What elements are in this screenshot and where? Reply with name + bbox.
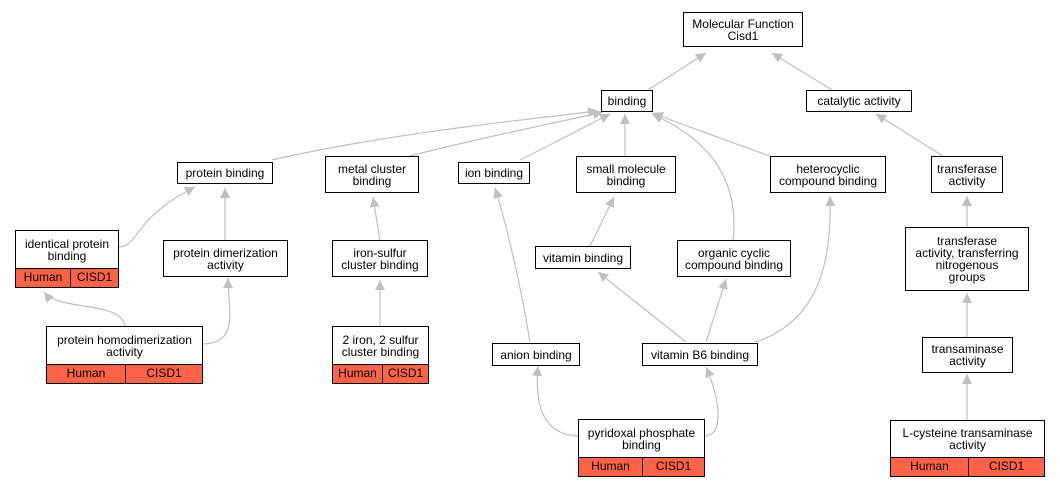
node-vitamin-binding[interactable]: vitamin binding [535,246,631,269]
edge-b6-to-vitamin [597,271,687,343]
edge-identical-to-protein-binding [117,186,196,248]
node-protein-binding-label: protein binding [185,166,265,180]
annotation-row: Human CISD1 [579,457,704,476]
node-metal-cluster-line-1: metal cluster [337,161,407,176]
node-heterocyclic-line-2: compound binding [778,173,878,188]
node-transferase-line-2: activity [948,173,986,188]
node-pyridoxal-phosphate-binding[interactable]: pyridoxal phosphate binding Human CISD1 [578,419,705,477]
node-binding-label: binding [607,94,647,108]
node-identical-protein-line-2: binding [47,248,87,263]
edge-anion-to-ion-binding [493,187,531,343]
node-transferase-n-line-2: activity, transferring [915,246,1019,260]
node-protein-dimerization-activity[interactable]: protein dimerization activity [163,240,288,277]
edge-catalytic-to-root [771,52,833,91]
node-2iron-2sulfur-cluster-binding[interactable]: 2 iron, 2 sulfur cluster binding Human C… [332,326,429,384]
gene-cell: CISD1 [969,458,1044,476]
node-anion-binding-label: anion binding [500,347,572,362]
node-root-line-1: Molecular Function [692,16,794,31]
edge-homodimerization-to-dimerization [201,277,234,345]
node-iron-sulfur-line-2: cluster binding [341,257,419,272]
edge-pyridoxal-to-anion [532,365,581,437]
gene-cell: CISD1 [71,269,118,287]
edge-iron-sulfur-to-metal-cluster [369,196,381,242]
node-small-molecule-line-2: binding [606,173,646,188]
node-ion-binding-label: ion binding [464,166,524,180]
gene-cell: CISD1 [643,458,704,476]
node-transferase-n-line-1: transferase [936,234,998,248]
edge-b6-to-organic-cyclic [705,278,728,343]
edge-organic-cyclic-to-binding [651,113,735,242]
node-transaminase-line-1: transaminase [931,342,1004,356]
node-heterocyclic-compound-binding[interactable]: heterocyclic compound binding [770,156,886,193]
node-iron-sulfur-cluster-binding[interactable]: iron-sulfur cluster binding [332,240,428,277]
node-transferase-activity[interactable]: transferase activity [931,156,1003,193]
species-cell: Human [333,365,383,383]
node-vitamin-b6-label: vitamin B6 binding [650,347,750,362]
node-cysteine-line-2: activity [949,438,986,452]
node-two-iron-line-1: 2 iron, 2 sulfur [342,332,419,347]
node-homodimerization-line-2: activity [106,344,143,359]
node-transaminase-line-2: activity [949,354,986,368]
node-transferase-nitrogenous[interactable]: transferase activity, transferring nitro… [905,227,1029,291]
edge-pyridoxal-to-b6 [703,366,719,437]
node-root[interactable]: Molecular Function Cisd1 [683,12,803,47]
edge-transferase-to-catalytic [875,113,944,157]
node-identical-protein-binding[interactable]: identical protein binding Human CISD1 [15,230,119,288]
node-transferase-line-1: transferase [936,161,998,176]
node-pyridoxal-line-1: pyridoxal phosphate [587,425,696,440]
node-pyridoxal-line-2: binding [622,437,661,452]
node-protein-homodimerization-activity[interactable]: protein homodimerization activity Human … [46,326,203,384]
edge-heterocyclic-to-binding [652,112,771,157]
node-binding[interactable]: binding [601,90,653,112]
node-protein-binding[interactable]: protein binding [177,162,273,184]
node-homodimerization-line-1: protein homodimerization [57,332,192,347]
edge-vitamin-to-small-molecule [589,196,615,247]
node-catalytic-label: catalytic activity [817,94,901,108]
node-anion-binding[interactable]: anion binding [492,343,580,366]
node-catalytic-activity[interactable]: catalytic activity [806,90,912,112]
edge-metal-cluster-to-binding [409,109,604,157]
node-transferase-n-line-4: groups [948,270,986,284]
node-l-cysteine-transaminase-activity[interactable]: L-cysteine transaminase activity Human C… [890,420,1045,477]
node-vitamin-b6-binding[interactable]: vitamin B6 binding [642,343,758,366]
edge-homodimerization-to-identical [43,291,126,327]
node-transferase-n-line-3: nitrogenous [935,258,999,272]
annotation-row: Human CISD1 [891,457,1044,476]
species-cell: Human [47,365,126,383]
annotation-row: Human CISD1 [16,268,118,287]
node-heterocyclic-line-1: heterocyclic [796,161,860,176]
species-cell: Human [891,458,969,476]
node-small-molecule-line-1: small molecule [586,161,666,176]
node-transaminase-activity[interactable]: transaminase activity [922,337,1013,373]
node-metal-cluster-line-2: binding [352,173,392,188]
gene-cell: CISD1 [126,365,202,383]
node-organic-cyclic-line-1: organic cyclic [697,245,770,260]
node-small-molecule-binding[interactable]: small molecule binding [576,156,676,193]
species-cell: Human [579,458,643,476]
node-iron-sulfur-line-1: iron-sulfur [353,245,407,260]
edge-b6-to-heterocyclic [755,195,836,343]
node-protein-dimerization-line-2: activity [207,257,244,272]
node-protein-dimerization-line-1: protein dimerization [173,245,278,260]
node-ion-binding[interactable]: ion binding [458,162,530,184]
node-root-line-2: Cisd1 [727,28,759,43]
annotation-row: Human CISD1 [47,364,202,383]
species-cell: Human [16,269,71,287]
edge-ion-binding-to-binding [519,113,611,161]
annotation-row: Human CISD1 [333,364,428,383]
node-organic-cyclic-line-2: compound binding [684,257,784,272]
node-organic-cyclic-compound-binding[interactable]: organic cyclic compound binding [677,240,791,277]
node-two-iron-line-2: cluster binding [341,344,420,359]
node-identical-protein-line-1: identical protein [24,236,110,251]
node-cysteine-line-1: L-cysteine transaminase [902,426,1033,440]
gene-cell: CISD1 [383,365,428,383]
edge-protein-binding-to-binding [271,107,599,161]
node-metal-cluster-binding[interactable]: metal cluster binding [325,156,419,193]
edge-binding-to-root [647,52,707,91]
node-vitamin-binding-label: vitamin binding [542,250,624,265]
